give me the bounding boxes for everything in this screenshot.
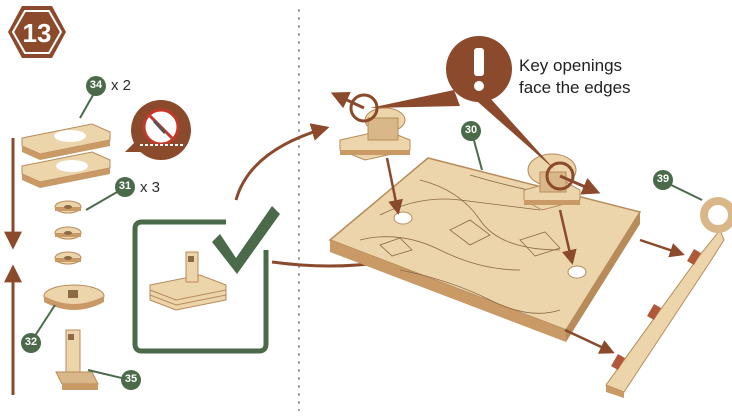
- part-39-number: 39: [653, 173, 673, 185]
- part-30-number: 30: [461, 124, 481, 136]
- attach-arrow-upper: [640, 240, 682, 254]
- note-line-2: face the edges: [519, 78, 631, 98]
- part-35-number: 35: [121, 373, 141, 385]
- part-34-pieces: [22, 124, 110, 188]
- flow-arrow-up: [236, 128, 326, 200]
- attach-arrow-lower: [565, 330, 612, 352]
- part-32-number: 32: [21, 336, 41, 348]
- step-number: 13: [23, 18, 52, 48]
- part-31-quantity: x 3: [140, 179, 160, 196]
- part-31-discs: [55, 201, 81, 264]
- assembled-subpart: [150, 252, 226, 310]
- note-line-1: Key openings: [519, 56, 622, 76]
- part-35-stand: [56, 330, 98, 390]
- no-glue-icon: [125, 100, 191, 160]
- part-34-quantity: x 2: [111, 77, 131, 94]
- part-34-number: 34: [86, 79, 106, 91]
- check-icon: [212, 206, 280, 274]
- part-30-board: [330, 158, 640, 342]
- part-31-number: 31: [115, 180, 135, 192]
